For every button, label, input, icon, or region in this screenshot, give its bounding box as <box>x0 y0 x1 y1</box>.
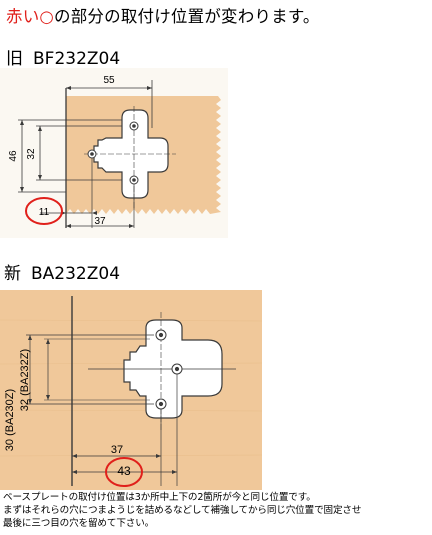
old-label: 旧 BF232Z04 <box>6 44 130 69</box>
old-dim-32: 32 <box>26 148 37 160</box>
old-dim-55: 55 <box>103 75 115 86</box>
new-dim-30: 30 (BA230Z) <box>4 389 16 451</box>
old-dim-37: 37 <box>94 216 106 227</box>
new-highlight-circle <box>105 457 143 487</box>
new-kanji: 新 <box>4 264 21 284</box>
new-dim-43: 43 <box>117 464 131 478</box>
new-diagram: 30 (BA230Z) 32 (BA232Z) 37 43 <box>0 290 262 490</box>
heading-rest-text: の部分の取付け位置が変わります。 <box>54 7 320 26</box>
old-highlight-circle <box>25 197 63 225</box>
heading-red-text: 赤い <box>6 7 40 26</box>
red-circle-icon: ○ <box>39 7 55 26</box>
page-heading: 赤い○の部分の取付け位置が変わります。 <box>6 3 320 27</box>
old-screw-holes <box>87 121 139 185</box>
new-screw-holes <box>155 329 183 410</box>
new-label: 新 BA232Z04 <box>4 259 130 284</box>
old-dim-11: 11 <box>39 207 50 218</box>
new-dim-32: 32 (BA232Z) <box>19 349 31 411</box>
old-dim-46: 46 <box>8 150 19 162</box>
old-model: BF232Z04 <box>33 49 121 69</box>
new-model: BA232Z04 <box>31 264 121 284</box>
instruction-note: ベースプレートの取付け位置は3か所中上下の2箇所が今と同じ位置です。 まずはそれ… <box>3 491 361 530</box>
old-hinge-plate <box>93 109 169 199</box>
old-diagram: 55 46 32 37 11 <box>0 68 228 238</box>
note-line-3: 最後に三つ目の穴を留めて下さい。 <box>3 518 155 529</box>
old-kanji: 旧 <box>6 49 23 69</box>
note-line-2: まずはそれらの穴につまようじを詰めるなどして補強してから同じ穴位置で固定させ <box>3 505 362 516</box>
note-line-1: ベースプレートの取付け位置は3か所中上下の2箇所が今と同じ位置です。 <box>3 492 316 503</box>
new-dim-37: 37 <box>111 444 123 456</box>
